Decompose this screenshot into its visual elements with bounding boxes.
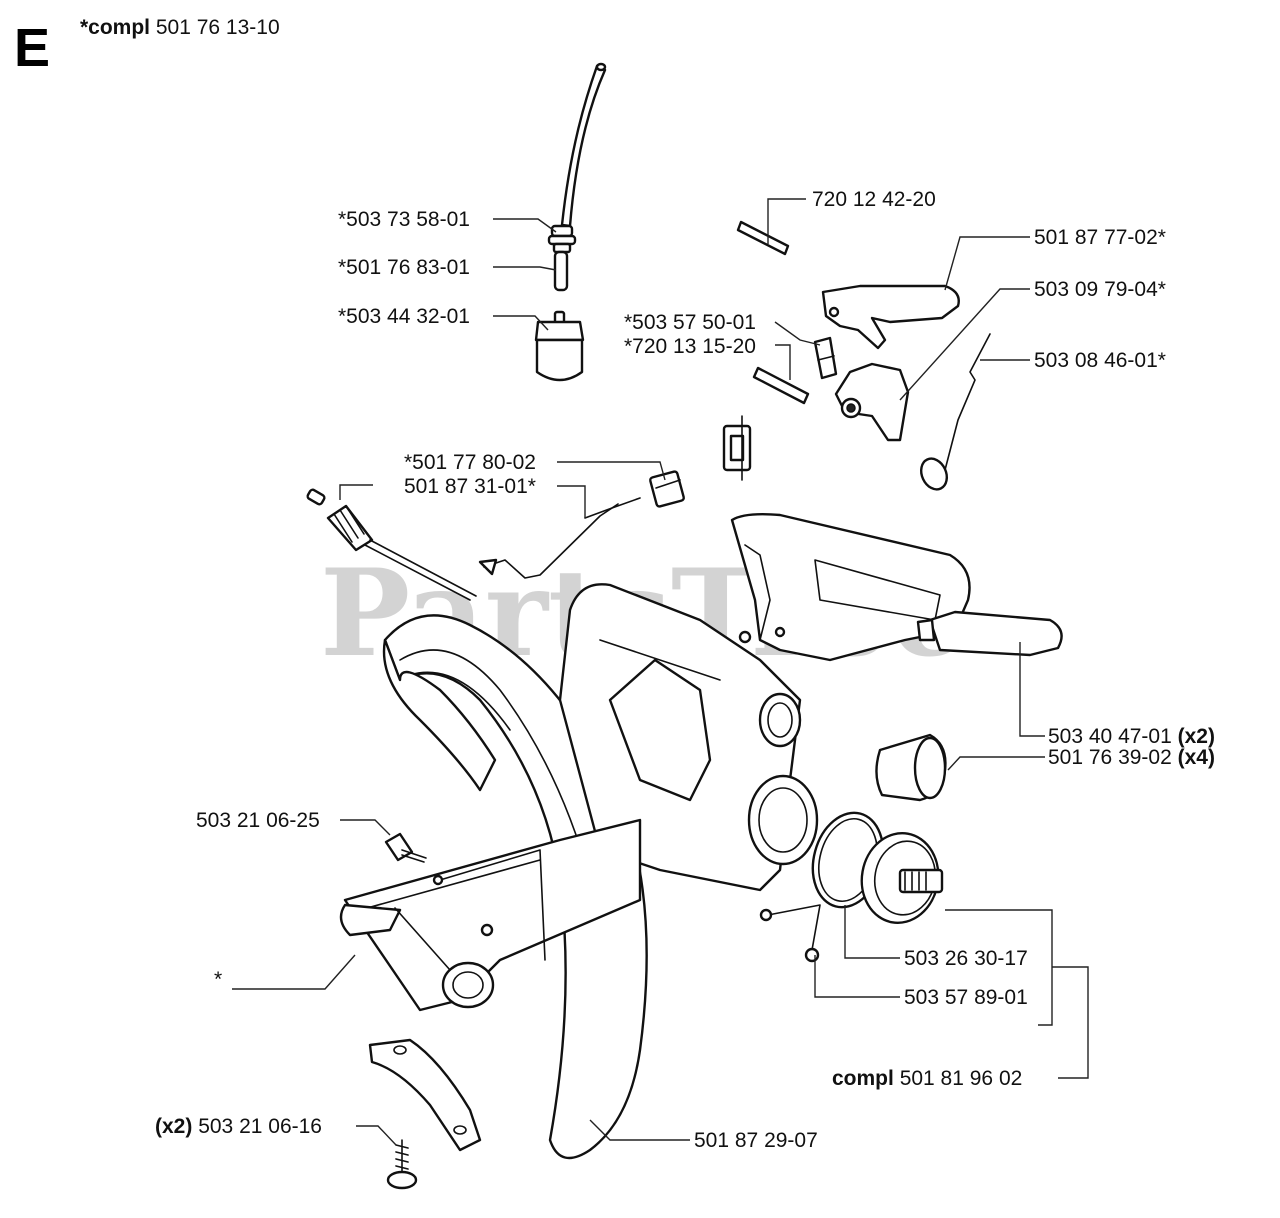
pin-part-lower (752, 366, 810, 405)
rear-handle-part (730, 512, 971, 662)
throttle-trigger-part (834, 362, 910, 442)
throttle-rod-part (919, 333, 991, 491)
bar-mount-part (339, 818, 642, 1012)
pin-part-upper (736, 220, 790, 256)
compl-prefix: *compl (80, 16, 150, 39)
callout-label: 501 87 31-01* (404, 475, 536, 498)
callout-label: *501 77 80-02 (404, 451, 536, 474)
compl-header: *compl 501 76 13-10 (80, 16, 280, 39)
callout-label: 501 76 39-02 (x4) (1048, 746, 1215, 769)
choke-rod-part (478, 470, 685, 579)
crankcase-part (558, 583, 819, 892)
fuel-nipple-part (553, 250, 569, 292)
compl-number: 501 76 13-10 (156, 16, 280, 39)
handle-grip-part (916, 610, 1063, 657)
callout-label: 503 26 30-17 (904, 947, 1028, 970)
callout-label: 501 87 77-02* (1034, 226, 1166, 249)
parts-drawing (306, 62, 1063, 1190)
callout-label: 501 87 29-07 (694, 1129, 818, 1152)
cap-strap-part (759, 904, 821, 963)
choke-bracket-part (722, 415, 752, 481)
callout-label: *503 57 50-01 (624, 311, 756, 334)
callout-label: 503 21 06-25 (196, 809, 320, 832)
callout-label: *501 76 83-01 (338, 256, 470, 279)
bottom-bracket-part (368, 1038, 482, 1152)
callout-label: 720 12 42-20 (812, 188, 936, 211)
section-letter: E (14, 18, 50, 78)
callout-label: compl 501 81 96 02 (832, 1067, 1022, 1090)
bolt-spring-part (306, 488, 477, 601)
callout-label: *503 44 32-01 (338, 305, 470, 328)
callout-label: 503 40 47-01 (x2) (1048, 725, 1215, 748)
grommet-part (547, 224, 577, 254)
callout-label: * (214, 968, 222, 991)
spring-clip-part (813, 336, 838, 380)
screw-part-lower (386, 1139, 418, 1190)
callout-label: *720 13 15-20 (624, 335, 756, 358)
callout-label: 503 08 46-01* (1034, 349, 1166, 372)
fuel-hose-part (560, 62, 607, 228)
fuel-filter-part (534, 310, 585, 382)
callout-label: 503 57 89-01 (904, 986, 1028, 1009)
leader-lines (232, 198, 1089, 1146)
callout-label: (x2) 503 21 06-16 (155, 1115, 322, 1138)
callout-labels: *503 73 58-01 *501 76 83-01 *503 44 32-0… (155, 188, 1215, 1152)
screw-part-upper (384, 832, 427, 863)
av-buffer-part (875, 733, 947, 802)
callout-label: 503 09 79-04* (1034, 278, 1166, 301)
callout-label: *503 73 58-01 (338, 208, 470, 231)
filler-cap-part (860, 831, 944, 925)
throttle-lockout-part (821, 284, 960, 350)
